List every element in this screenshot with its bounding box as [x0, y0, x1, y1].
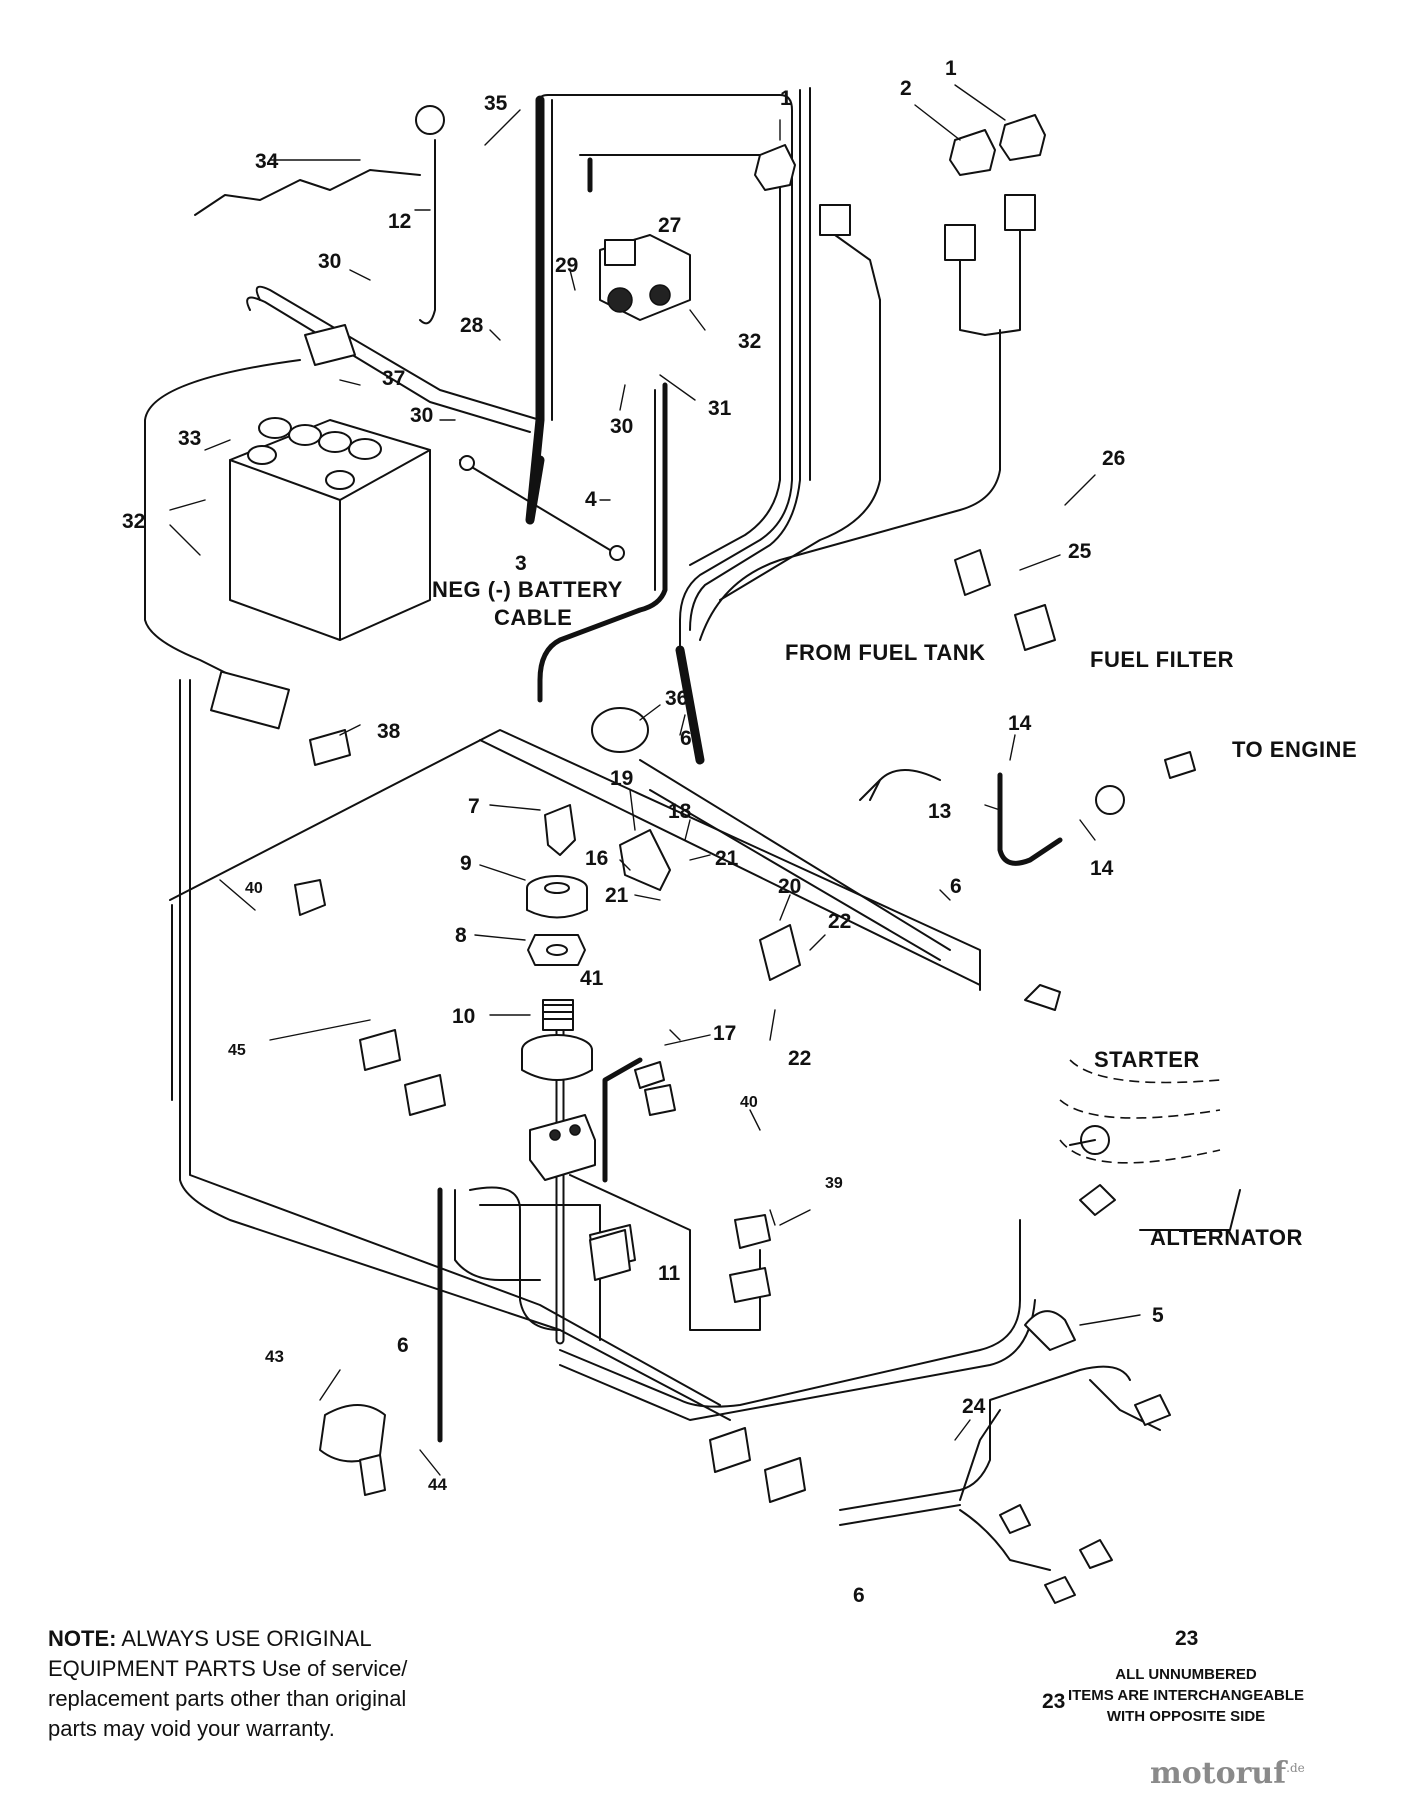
callout-32: 32: [738, 330, 761, 353]
side-note-line2: ITEMS ARE INTERCHANGEABLE: [1067, 1687, 1305, 1704]
callout-19: 19: [610, 767, 633, 790]
watermark-text: motoruf: [1150, 1756, 1287, 1791]
callout-3: 3: [515, 552, 527, 575]
callout-21: 21: [605, 884, 629, 907]
callout-30: 30: [410, 404, 433, 427]
callout-33: 33: [178, 427, 201, 450]
callout-36: 36: [665, 687, 688, 710]
note-line4: parts may void your warranty.: [48, 1716, 335, 1741]
watermark-suffix: .de: [1286, 1761, 1305, 1775]
callout-35: 35: [484, 92, 508, 115]
callout-6: 6: [397, 1334, 409, 1357]
connectors: [194, 105, 1241, 1604]
main-harness: [144, 87, 1161, 1571]
interchangeable-note: ALL UNNUMBERED ITEMS ARE INTERCHANGEABLE…: [1036, 1664, 1336, 1727]
alternator-label: ALTERNATOR: [1150, 1225, 1303, 1250]
callout-5: 5: [1152, 1304, 1164, 1327]
callout-24: 24: [962, 1395, 986, 1418]
callout-25: 25: [1068, 540, 1092, 563]
callout-34: 34: [255, 150, 279, 173]
starter-label: STARTER: [1094, 1047, 1200, 1072]
callout-30: 30: [318, 250, 341, 273]
side-note-line3: WITH OPPOSITE SIDE: [1106, 1708, 1266, 1725]
callout-37: 37: [382, 367, 405, 390]
callout-29: 29: [555, 254, 578, 277]
callout-8: 8: [455, 924, 467, 947]
ignition-switch-assembly: [521, 804, 596, 1181]
callout-numbers: 1 1 2 3 4 5 6 6 6 6 7 8 9 10 11 12 13 14…: [122, 57, 1198, 1713]
fuel-filter-label: FUEL FILTER: [1090, 647, 1234, 672]
callout-20: 20: [778, 875, 801, 898]
callout-28: 28: [460, 314, 484, 337]
callout-40: 40: [740, 1094, 758, 1111]
callout-21: 21: [715, 847, 739, 870]
callout-18: 18: [668, 800, 692, 823]
callout-27: 27: [658, 214, 681, 237]
callout-16: 16: [585, 847, 608, 870]
callout-9: 9: [460, 852, 472, 875]
solenoid: [599, 234, 691, 321]
callout-2: 2: [900, 77, 912, 100]
callout-17: 17: [713, 1022, 736, 1045]
relay-group: [754, 114, 1046, 336]
from-fuel-tank-label: FROM FUEL TANK: [785, 640, 986, 665]
neg-battery-label-line1: NEG (-) BATTERY: [432, 577, 623, 602]
note-line1: ALWAYS USE ORIGINAL: [121, 1626, 372, 1651]
callout-31: 31: [708, 397, 732, 420]
callout-38: 38: [377, 720, 401, 743]
callout-23: 23: [1042, 1690, 1065, 1713]
note-line2: EQUIPMENT PARTS Use of service/: [48, 1656, 408, 1681]
callout-12: 12: [388, 210, 411, 233]
callout-6: 6: [680, 727, 692, 750]
callout-7: 7: [468, 795, 480, 818]
side-note-line1: ALL UNNUMBERED: [1115, 1666, 1257, 1683]
note-heading: NOTE:: [48, 1626, 117, 1651]
note-line3: replacement parts other than original: [48, 1686, 407, 1711]
watermark-logo: motoruf.de: [1150, 1756, 1305, 1791]
callout-23: 23: [1175, 1627, 1198, 1650]
callout-6: 6: [950, 875, 962, 898]
callout-40: 40: [245, 880, 263, 897]
callout-13: 13: [928, 800, 951, 823]
callout-39: 39: [825, 1175, 843, 1192]
callout-10: 10: [452, 1005, 475, 1028]
callout-41: 41: [580, 967, 604, 990]
callout-6: 6: [853, 1584, 865, 1607]
callout-30: 30: [610, 415, 633, 438]
text-labels: NEG (-) BATTERY CABLE FROM FUEL TANK FUE…: [432, 577, 1357, 1250]
callout-26: 26: [1102, 447, 1125, 470]
neg-battery-label-line2: CABLE: [494, 605, 572, 630]
callout-45: 45: [228, 1042, 246, 1059]
dash-panel-outline: [169, 729, 981, 1101]
warranty-note: NOTE: ALWAYS USE ORIGINAL EQUIPMENT PART…: [48, 1624, 508, 1744]
callout-14: 14: [1008, 712, 1032, 735]
callout-44: 44: [428, 1475, 447, 1494]
callout-14: 14: [1090, 857, 1114, 880]
callout-43: 43: [265, 1347, 284, 1366]
to-engine-label: TO ENGINE: [1232, 737, 1357, 762]
callout-1: 1: [945, 57, 957, 80]
callout-4: 4: [585, 488, 597, 511]
callout-1: 1: [780, 87, 792, 110]
callout-11: 11: [658, 1262, 681, 1285]
callout-22: 22: [828, 910, 851, 933]
leader-lines: [169, 84, 1141, 1476]
callout-22: 22: [788, 1047, 811, 1070]
battery: [229, 417, 431, 641]
callout-32: 32: [122, 510, 145, 533]
